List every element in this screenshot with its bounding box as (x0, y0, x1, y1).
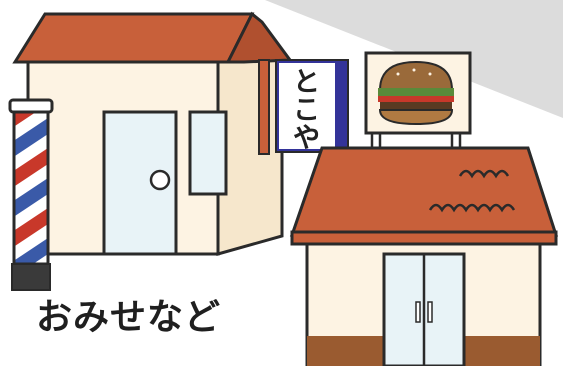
barbershop-roof (12, 12, 255, 64)
burger-sign (364, 51, 472, 154)
sign-char-1: と (293, 67, 320, 98)
barber-pole-icon (8, 98, 54, 291)
sign-char-2: こ (293, 95, 320, 126)
door-knob (149, 169, 171, 191)
sign-char-3: や (293, 123, 320, 154)
hamburger-icon (378, 60, 454, 126)
caption-text: おみせなど (36, 297, 222, 338)
burger-shop-building (289, 146, 559, 366)
burger-shop-roof (289, 146, 559, 237)
barbershop-sign: と こ や (258, 59, 349, 155)
barbershop-building (12, 11, 293, 256)
barbershop-window (188, 110, 228, 196)
